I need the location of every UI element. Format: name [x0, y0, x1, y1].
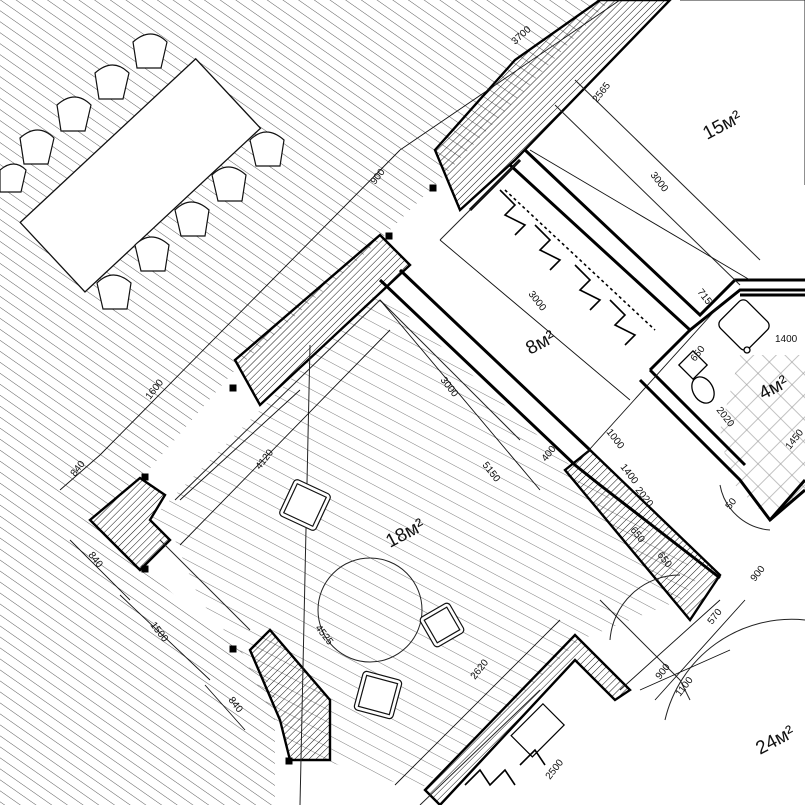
dimension-label: 1000: [604, 427, 627, 452]
bathroom-fixtures: [677, 299, 770, 404]
door-swings: [317, 484, 805, 721]
dimension-label: 1400: [775, 334, 798, 345]
dimension-label: 3000: [648, 170, 671, 195]
dining-table-with-chairs: [0, 33, 285, 310]
armchairs: [279, 479, 465, 720]
walls-hatched: [88, 0, 722, 805]
reference-marks: [141, 184, 437, 765]
dimension-label: 50: [724, 496, 740, 512]
room-area-15: 15м²: [699, 107, 745, 145]
dimension-label: 2500: [544, 757, 567, 782]
kitchen-counter: [510, 702, 566, 758]
bathroom-tile-floor: [720, 355, 805, 520]
dimension-lines: [59, 0, 751, 786]
dimension-label: 900: [749, 564, 768, 584]
dimension-label: 1100: [674, 675, 696, 699]
closet-hangers: [464, 189, 656, 787]
dimension-label: 2565: [591, 80, 614, 105]
dimension-label: 900: [654, 662, 673, 682]
dimension-label: 570: [706, 607, 725, 627]
room-area-24: 24м²: [752, 722, 798, 760]
